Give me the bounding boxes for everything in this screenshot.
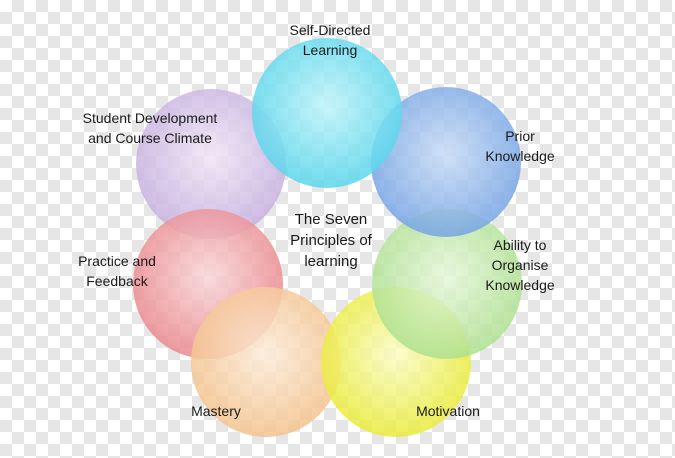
center-title: The Seven Principles of learning [270, 209, 392, 272]
label-line: Organise [491, 257, 549, 273]
center-title-line: The Seven [294, 211, 368, 228]
label-line: Ability to [493, 237, 547, 253]
label-line: Feedback [86, 273, 148, 289]
label-student-development-course-climate: Student Development and Course Climate [62, 108, 238, 148]
label-line: Knowledge [485, 148, 555, 164]
label-line: Mastery [191, 403, 241, 419]
label-self-directed-learning: Self-Directed Learning [265, 20, 395, 60]
label-line: Knowledge [485, 277, 555, 293]
label-prior-knowledge: Prior Knowledge [470, 126, 570, 166]
label-ability-to-organise-knowledge: Ability to Organise Knowledge [470, 235, 570, 295]
circle-mastery [191, 287, 341, 437]
circle-prior-knowledge [371, 87, 521, 237]
label-mastery: Mastery [166, 401, 266, 421]
label-line: Learning [302, 42, 358, 58]
circle-ability-to-organise [372, 209, 522, 359]
circle-student-development [136, 89, 286, 239]
label-line: Motivation [416, 403, 480, 419]
label-practice-and-feedback: Practice and Feedback [62, 251, 172, 291]
label-line: and Course Climate [88, 130, 212, 146]
label-line: Practice and [78, 253, 156, 269]
label-line: Prior [505, 128, 535, 144]
center-title-line: learning [304, 253, 358, 270]
circle-self-directed [252, 38, 402, 188]
label-motivation: Motivation [398, 401, 498, 421]
label-line: Self-Directed [289, 22, 371, 38]
center-title-line: Principles of [290, 232, 372, 249]
label-line: Student Development [82, 110, 218, 126]
